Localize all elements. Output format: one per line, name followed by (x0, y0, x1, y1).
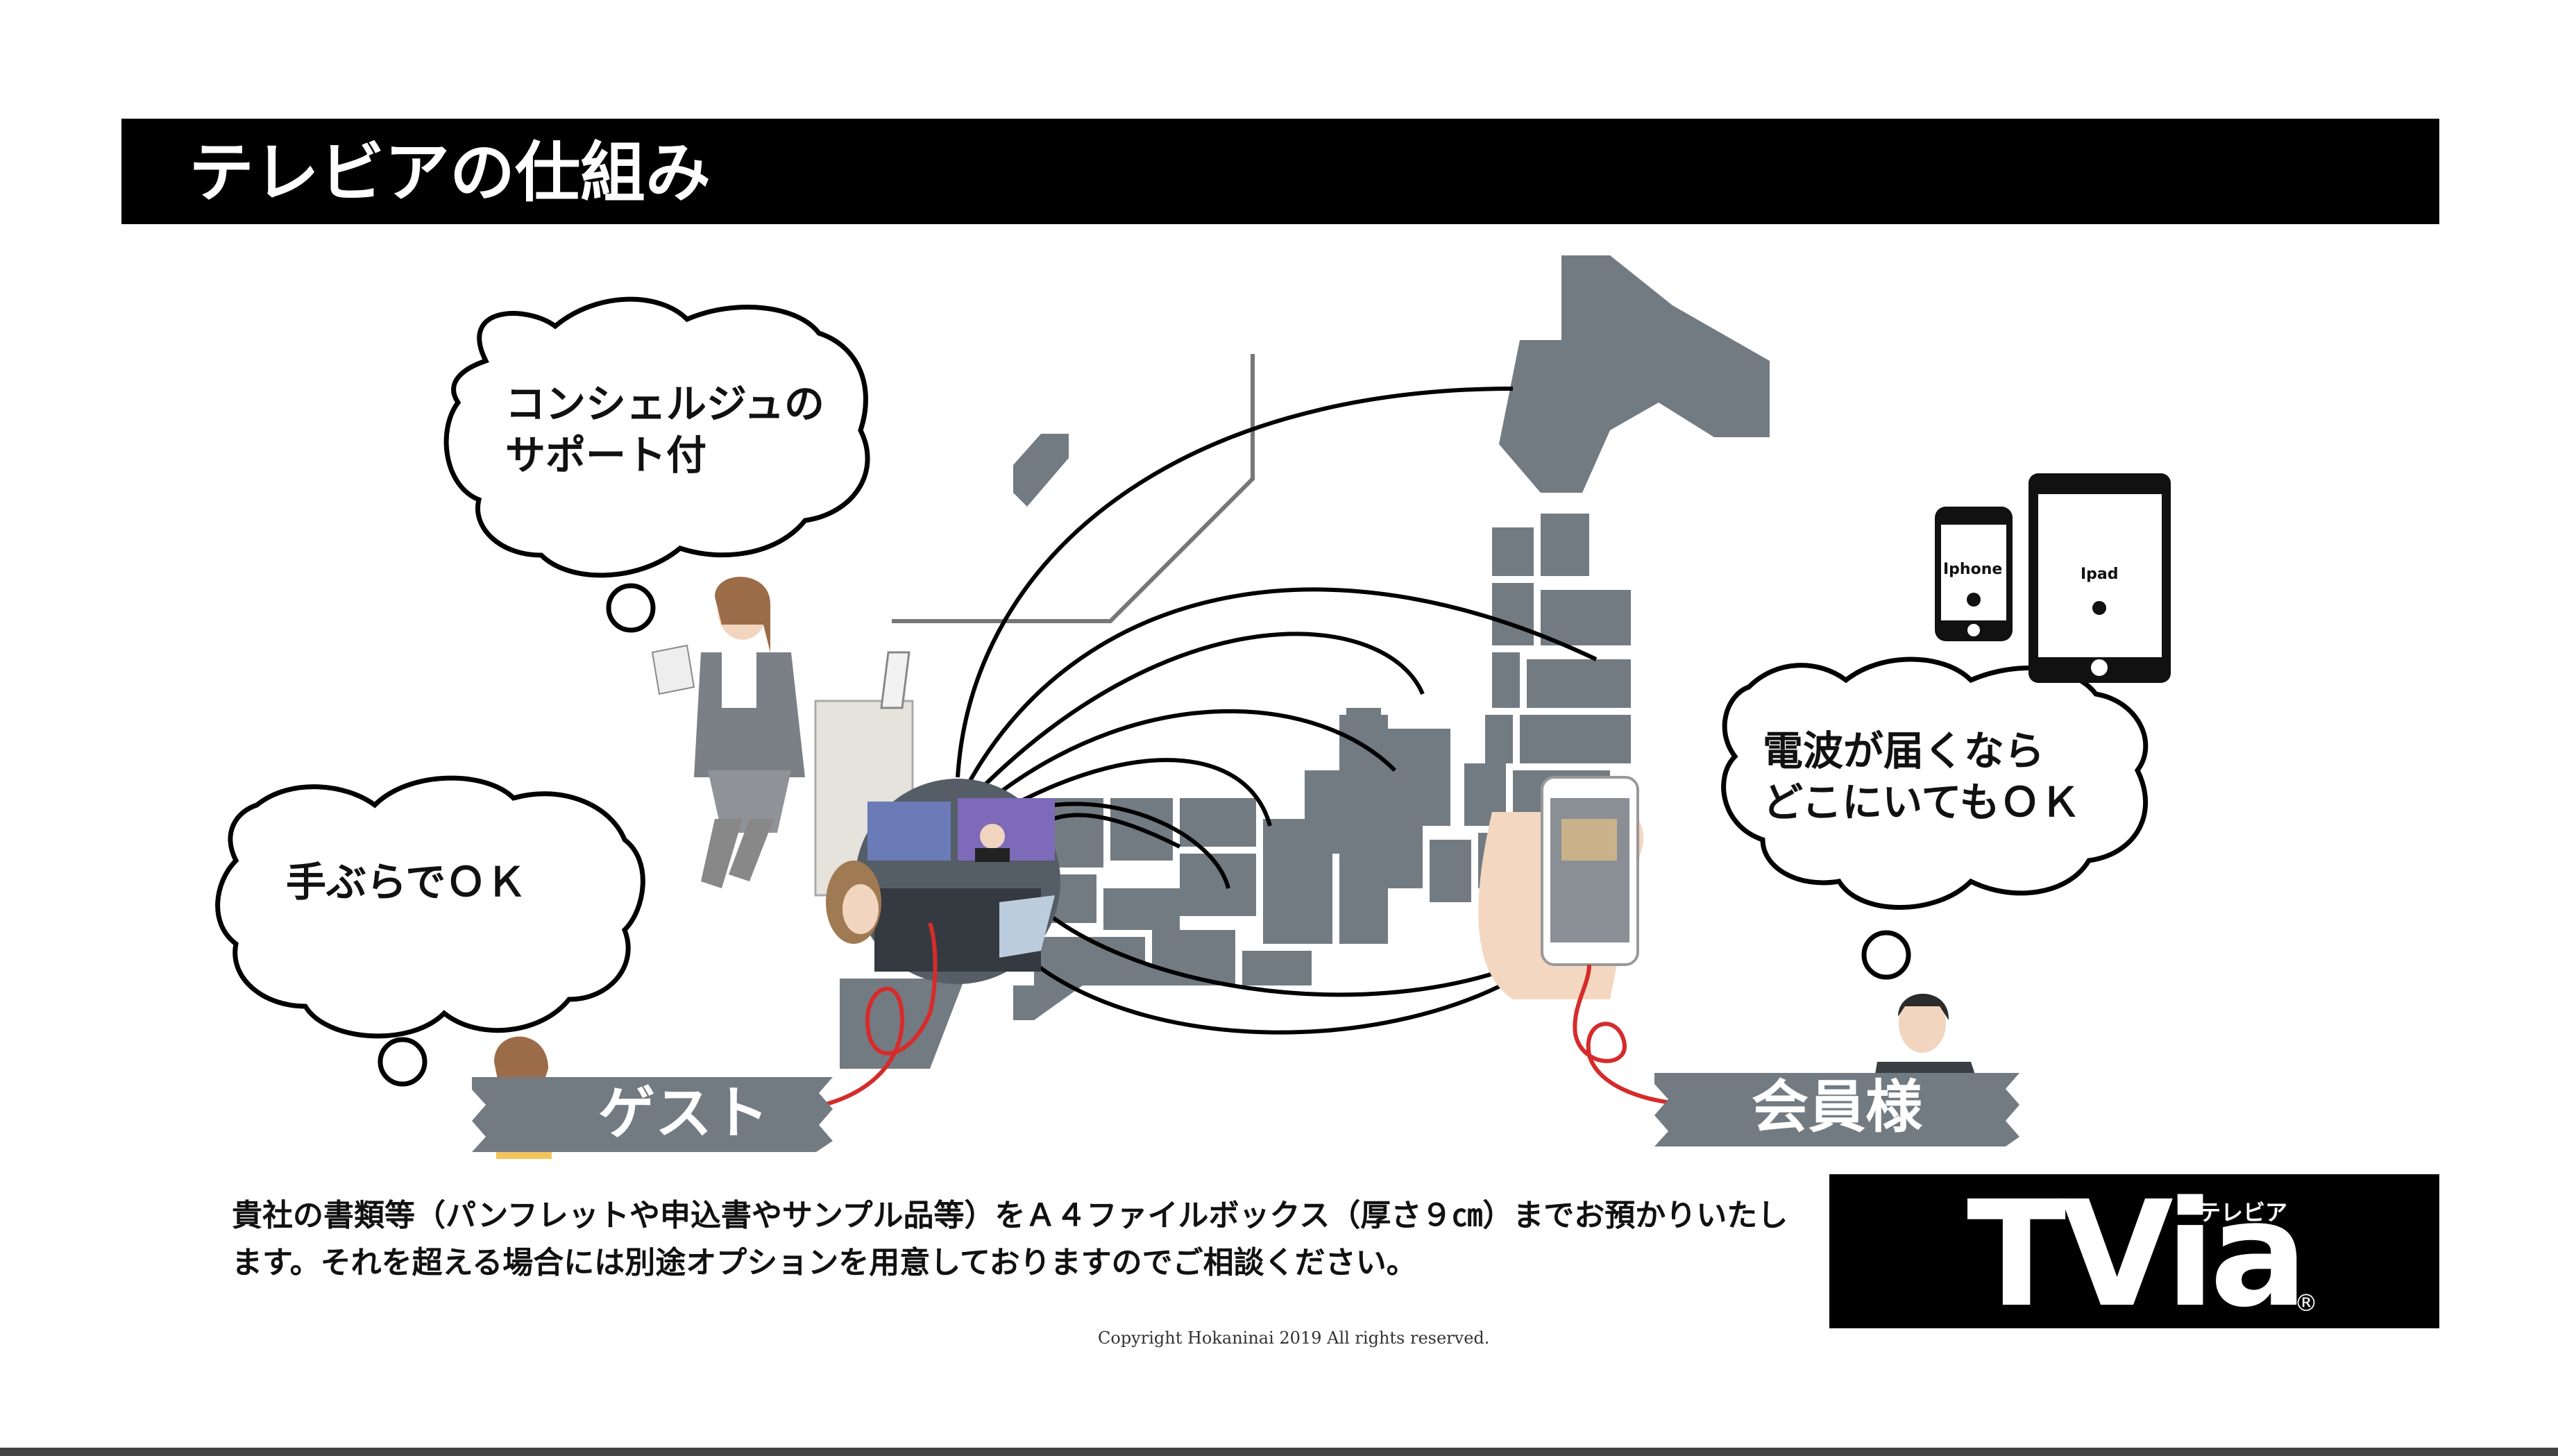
concierge-figure (651, 577, 805, 888)
bubble-signal-line-1: 電波が届くなら (1763, 727, 2045, 774)
ipad-label: Ipad (2081, 566, 2119, 583)
bubble-concierge-text: コンシェルジュの サポート付 (505, 378, 824, 481)
member-label: 会員様 (1752, 1074, 1923, 1140)
guest-label: ゲスト (598, 1081, 770, 1146)
japan-map (840, 255, 1770, 1069)
video-call-scene (826, 779, 1060, 984)
member-banner (1654, 1073, 2019, 1146)
registered-mark: ® (2294, 1289, 2318, 1317)
member-figure (1874, 993, 1978, 1083)
bubble-concierge-line-1: コンシェルジュの (505, 380, 824, 428)
bubble-concierge-line-2: サポート付 (505, 432, 707, 479)
bubble-handsfree-text: 手ぶらでＯＫ (286, 858, 527, 906)
hand-phone (1478, 776, 1644, 999)
bottom-rule (0, 1448, 2558, 1456)
logo-box (1829, 1174, 2439, 1328)
device-ipad (2028, 473, 2171, 683)
title-bar (121, 119, 2439, 224)
logo-subtitle: テレビア (2199, 1199, 2288, 1226)
tvia-logo: TVia (1967, 1169, 2308, 1339)
bubble-signal-shape (1721, 657, 2149, 910)
copyright-text: Copyright Hokaninai 2019 All rights rese… (1098, 1328, 1490, 1348)
bubble-signal-line-2: どこにいてもＯＫ (1763, 779, 2081, 826)
iphone-label: Iphone (1943, 561, 2003, 578)
page-title: テレビアの仕組み (189, 135, 711, 211)
device-iphone (1935, 507, 2013, 641)
bubble-signal-text: 電波が届くなら どこにいてもＯＫ (1763, 725, 2081, 828)
description-text: 貴社の書類等（パンフレットや申込書やサンプル品等）をＡ４ファイルボックス（厚さ９… (232, 1198, 1788, 1280)
guest-banner (472, 1077, 833, 1152)
bubble-concierge-shape (443, 296, 870, 578)
bubble-handsfree-shape (215, 775, 645, 1039)
